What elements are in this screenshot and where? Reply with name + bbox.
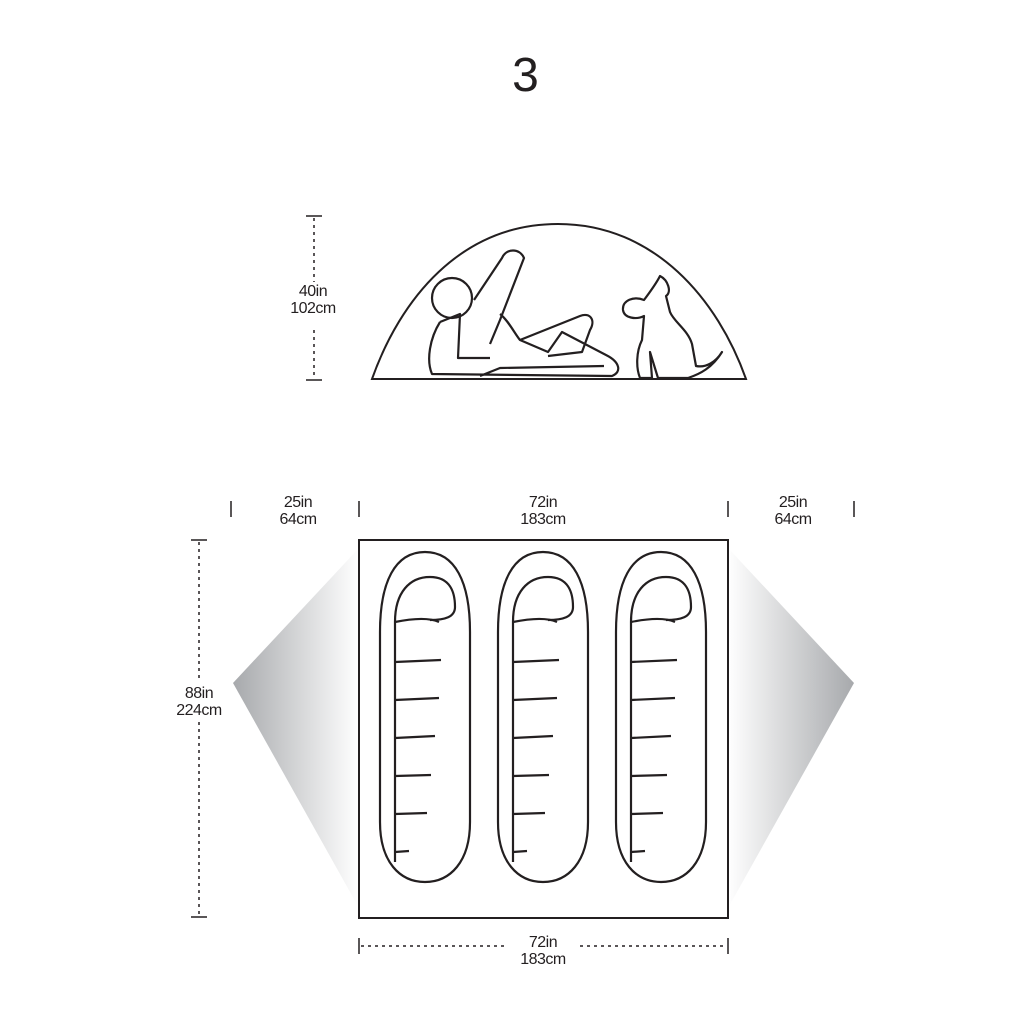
floor-length-label: 88in 224cm — [154, 685, 244, 719]
vestibule-right-label: 25in 64cm — [748, 494, 838, 528]
tent-floor — [358, 539, 729, 919]
floor-width-top-imperial: 72in — [528, 494, 558, 511]
capacity-title: 3 — [512, 49, 540, 102]
vestibule-left-label: 25in 64cm — [253, 494, 343, 528]
peak-height-label: 40in 102cm — [268, 283, 358, 317]
tent-profile-icon — [370, 222, 748, 380]
vestibule-right — [728, 548, 854, 908]
vestibule-right-imperial: 25in — [778, 494, 808, 511]
vestibule-left-imperial: 25in — [283, 494, 313, 511]
floor-width-top-label: 72in 183cm — [498, 494, 588, 528]
peak-height-metric: 102cm — [290, 300, 336, 317]
vestibule-right-metric: 64cm — [774, 511, 812, 528]
bottom-width-dimension-line — [358, 938, 729, 954]
floor-length-metric: 224cm — [176, 702, 222, 719]
person-reclining-icon — [428, 249, 620, 378]
vestibule-left — [233, 548, 359, 908]
floor-width-bottom-label: 72in 183cm — [498, 934, 588, 968]
peak-height-dimension-line — [306, 215, 322, 381]
dog-icon — [621, 274, 724, 380]
top-width-tick-marks — [230, 501, 855, 517]
floor-length-dimension-line — [191, 539, 207, 918]
floor-length-imperial: 88in — [184, 685, 214, 702]
vestibule-left-metric: 64cm — [279, 511, 317, 528]
floor-width-bottom-metric: 183cm — [520, 951, 566, 968]
floor-width-bottom-imperial: 72in — [528, 934, 558, 951]
floor-width-top-metric: 183cm — [520, 511, 566, 528]
peak-height-imperial: 40in — [298, 283, 328, 300]
